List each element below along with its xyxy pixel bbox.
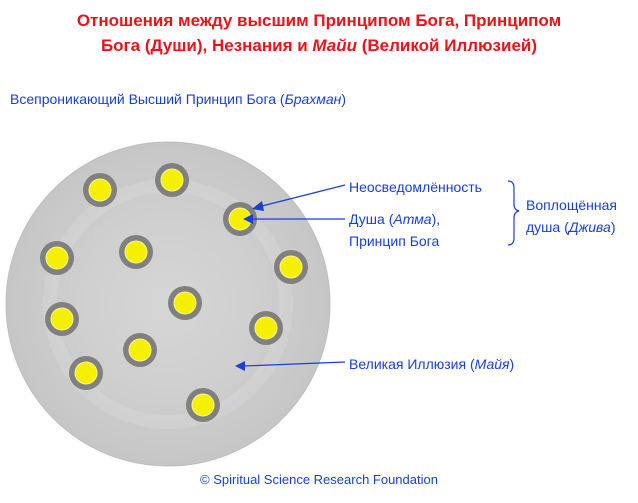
- ignorance-arrow: [252, 184, 346, 211]
- soul-atom-11: [69, 356, 103, 390]
- copyright-notice: © Spiritual Science Research Foundation: [200, 472, 438, 487]
- soul-atom-1: [83, 173, 117, 207]
- embodied-soul-brace: [507, 180, 520, 246]
- soul-atom-8: [45, 302, 79, 336]
- soul-atom-5: [119, 235, 153, 269]
- soul-arrow: [243, 214, 345, 224]
- title-line-1: Отношения между высшим Принципом Бога, П…: [76, 11, 562, 30]
- soul-atom-2: [155, 163, 189, 197]
- soul-atom-6: [274, 250, 308, 284]
- soul-atom-4: [40, 241, 74, 275]
- brahman-label: Всепроникающий Высший Принцип Бога (Брах…: [10, 91, 347, 107]
- embodied-soul-label: Воплощённая душа (Джива): [526, 197, 617, 235]
- soul-atom-9: [249, 311, 283, 345]
- maya-arrow: [235, 361, 346, 371]
- maya-label: Великая Иллюзия (Майя): [349, 356, 515, 372]
- diagram-title: Отношения между высшим Принципом Бога, П…: [0, 8, 638, 58]
- soul-atom-7: [168, 286, 202, 320]
- title-line-2: Бога (Души), Незнания и Майи (Великой Ил…: [100, 36, 538, 55]
- soul-atom-12: [186, 388, 220, 422]
- maya-word: Майи: [312, 36, 358, 55]
- soul-label: Душа (Атма), Принцип Бога: [349, 211, 441, 249]
- soul-atom-10: [123, 333, 157, 367]
- ignorance-label: Неосведомлённость: [349, 179, 482, 195]
